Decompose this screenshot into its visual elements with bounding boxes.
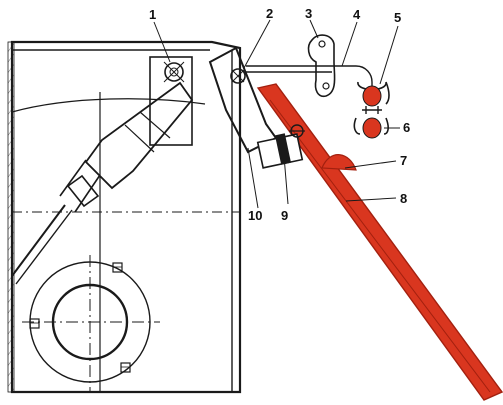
leader-3	[309, 19, 319, 39]
blade-clamp	[256, 124, 305, 169]
flange-bolt	[29, 318, 40, 329]
callout-10: 10	[248, 208, 262, 223]
callout-5: 5	[394, 10, 401, 25]
callout-3: 3	[305, 6, 312, 21]
callout-4: 4	[353, 7, 361, 22]
roller-clamp	[353, 81, 390, 139]
hydraulic-cylinder	[11, 56, 194, 285]
callout-6: 6	[403, 120, 410, 135]
callout-8: 8	[400, 191, 407, 206]
housing-frame	[7, 40, 242, 394]
callout-labels: 1 2 3 4 5 6 7 8 9 10	[149, 6, 410, 223]
flange-bolt	[120, 362, 131, 373]
callout-9: 9	[281, 208, 288, 223]
leader-1	[153, 21, 171, 63]
port-flange	[22, 255, 160, 392]
leader-7	[344, 160, 397, 169]
leader-10	[247, 147, 259, 209]
leader-9	[283, 155, 289, 205]
callout-7: 7	[400, 153, 407, 168]
leader-2	[243, 19, 271, 69]
leader-4	[341, 21, 358, 67]
flange-bolt	[112, 262, 123, 273]
callout-2: 2	[266, 6, 273, 21]
mounting-bracket	[246, 34, 373, 98]
red-blade	[256, 83, 503, 401]
leader-lines	[153, 19, 400, 209]
callout-1: 1	[149, 7, 156, 22]
leader-8	[345, 197, 397, 202]
leader-5	[379, 25, 399, 85]
